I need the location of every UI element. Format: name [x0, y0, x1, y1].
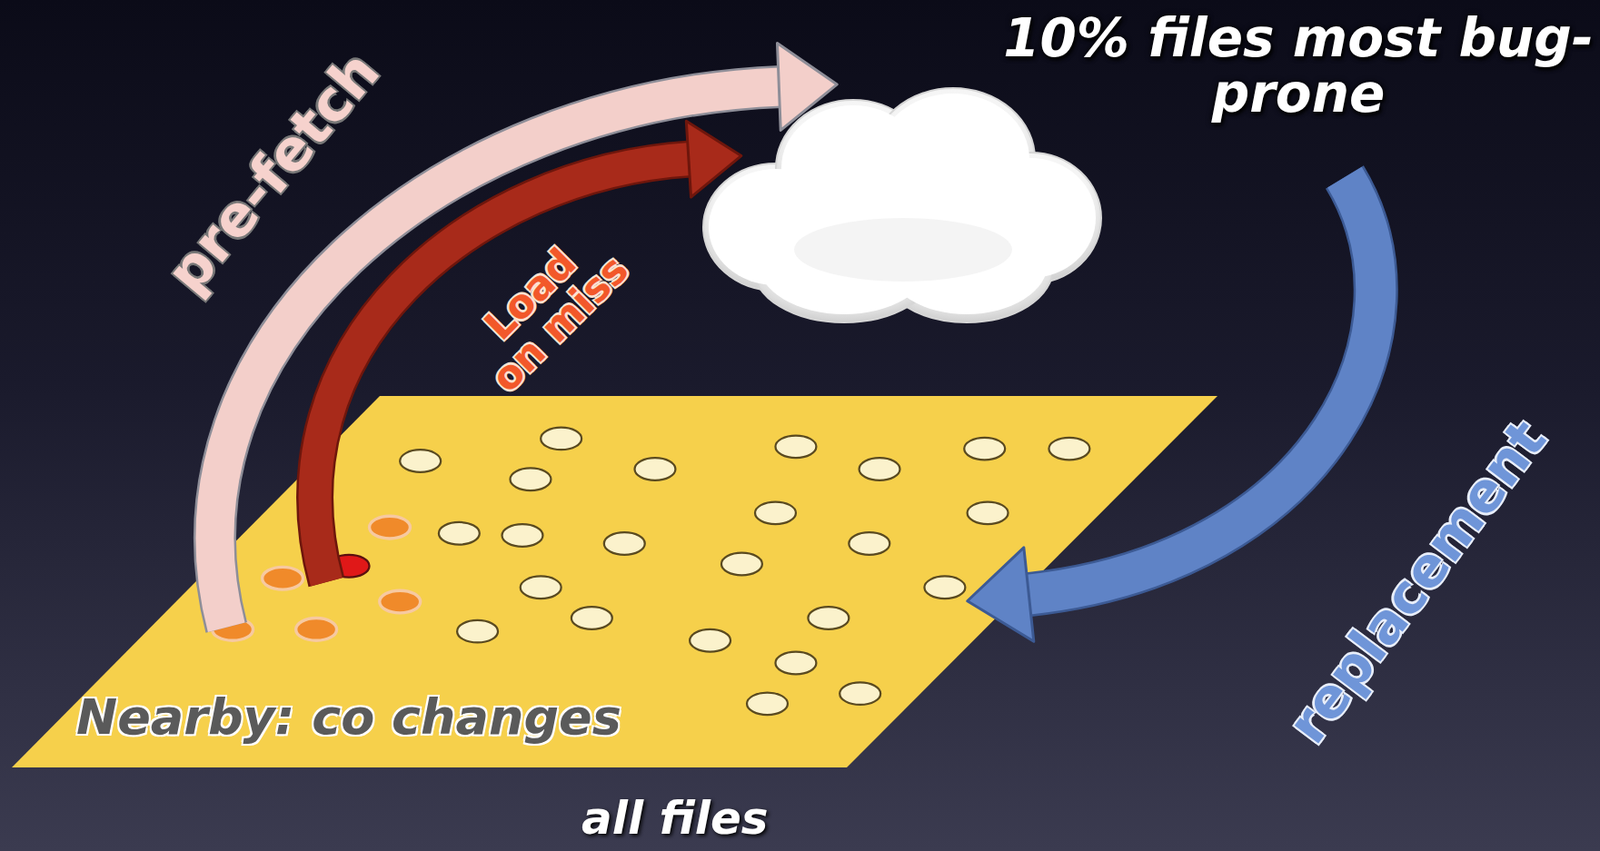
plane-shape: [11, 396, 1218, 768]
arrow-outline: [1026, 177, 1376, 596]
cloud-node: 10% files most bug-prone: [694, 81, 1107, 328]
arrow-body: [1026, 177, 1376, 596]
file-dots: [212, 427, 1091, 716]
arrow-outline: [315, 159, 691, 583]
region-label: Nearby: co changes: [76, 692, 622, 745]
edge-label: replacement: [1278, 409, 1557, 753]
curved-arrow: [315, 120, 742, 583]
node-heading: 10% files most bug-prone: [1003, 10, 1594, 122]
arrow-body: [315, 159, 691, 583]
edge-label: pre-fetch: [155, 41, 389, 305]
cloud-illustration: [694, 81, 1107, 328]
files-plane-node: Nearby: co changesall files: [11, 396, 1218, 768]
arrow-head: [967, 547, 1034, 642]
arrow-head: [685, 120, 742, 198]
plane-heading: all files: [581, 795, 769, 842]
arrow-head: [776, 43, 837, 131]
curved-arrow: [967, 177, 1377, 642]
edge-label: Load on miss: [453, 217, 637, 401]
